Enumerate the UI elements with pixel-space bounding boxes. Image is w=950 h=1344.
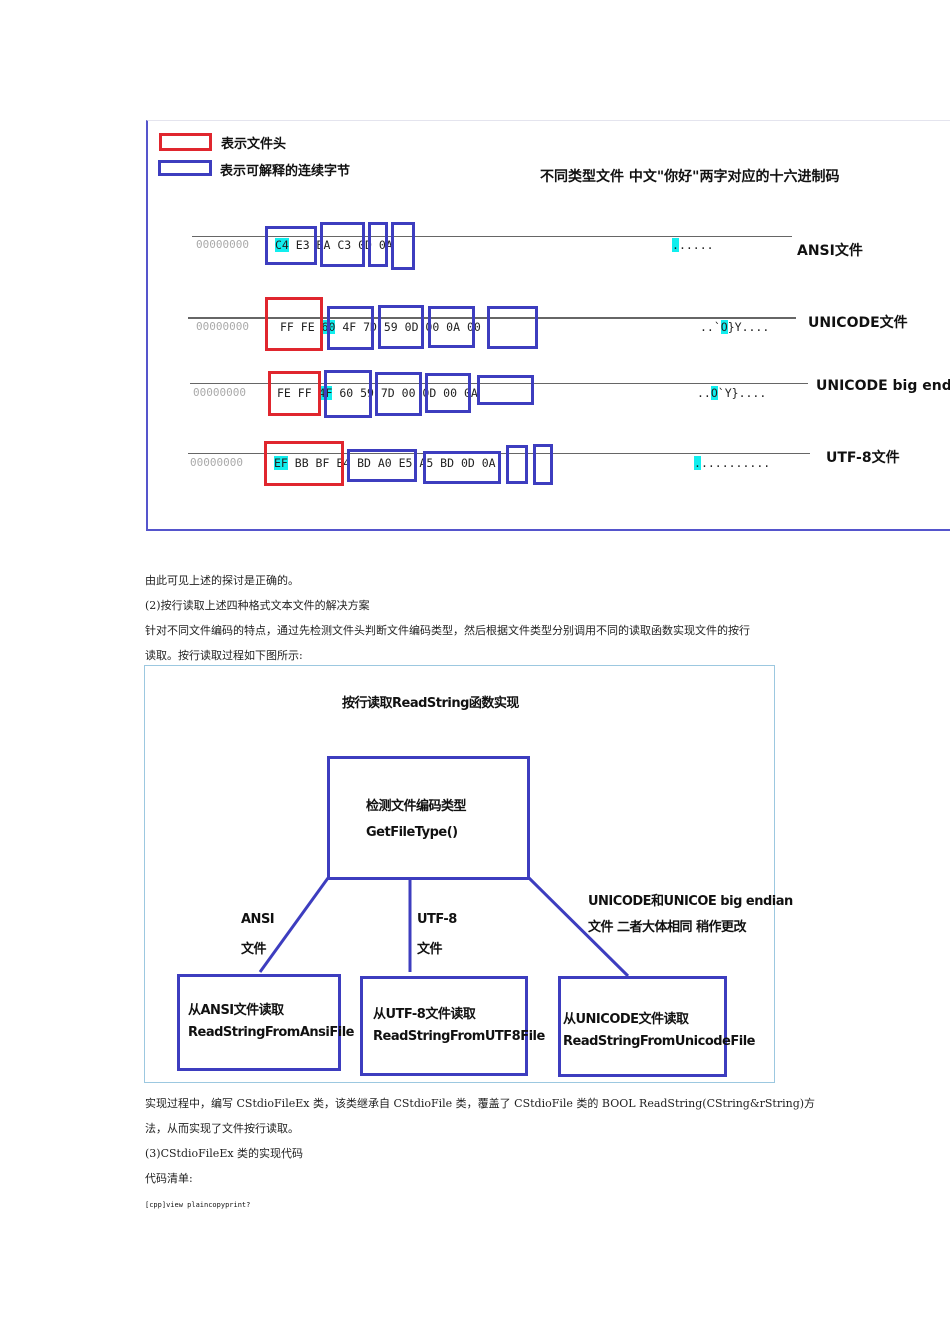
paragraph: 针对不同文件编码的特点，通过先检测文件头判断文件编码类型，然后根据文件类型分别调… [145, 624, 750, 637]
flowchart-title: 按行读取ReadString函数实现 [342, 696, 519, 711]
label-utf8: UTF-8文件 [826, 450, 900, 466]
paragraph: 由此可见上述的探讨是正确的。 [145, 574, 299, 587]
byte-box [477, 375, 534, 405]
edge-label: ANSI [241, 912, 275, 927]
node-read-unicode: 从UNICODE文件读取 ReadStringFromUnicodeFile [558, 976, 755, 1077]
text-highlight: . [672, 238, 679, 252]
legend-label-header: 表示文件头 [221, 137, 287, 152]
edge-label: 文件 [241, 942, 267, 957]
byte-box [327, 306, 374, 350]
hex-text-unicode-be: ..O`Y}.... [697, 386, 766, 400]
text-rest: .......... [700, 456, 771, 470]
hex-text-unicode: ..`O}Y.... [700, 320, 769, 334]
legend-red-swatch [159, 133, 212, 151]
row-divider [192, 236, 792, 237]
edge-unicode [527, 876, 630, 978]
hex-bytes-unicode-be: FE FF 4F 60 59 7D 00 0D 00 0A [277, 386, 478, 400]
text-rest: }Y.... [727, 320, 770, 334]
hex-bytes-utf8: EF BB BF E4 BD A0 E5 A5 BD 0D 0A [274, 456, 496, 470]
edge-label: UNICODE和UNICOE big endian [588, 894, 793, 909]
byte-box [425, 373, 471, 413]
paragraph: 法，从而实现了文件按行读取。 [145, 1122, 299, 1135]
node-text: 检测文件编码类型 [366, 799, 467, 814]
byte-box [378, 305, 424, 349]
figure-title: 不同类型文件 中文"你好"两字对应的十六进制码 [540, 169, 840, 185]
text-highlight: O [720, 320, 728, 334]
byte-box [320, 222, 365, 267]
node-text: ReadStringFromAnsiFile [188, 1025, 354, 1040]
byte-box [506, 445, 528, 484]
paragraph: 实现过程中，编写 CStdioFileEx 类，该类继承自 CStdioFile… [145, 1097, 816, 1110]
edge-label: UTF-8 [417, 912, 457, 927]
node-text: 从UNICODE文件读取 [563, 1012, 689, 1027]
hex-highlight: EF [274, 456, 288, 470]
node-text: GetFileType() [366, 825, 458, 840]
text-rest: ..... [678, 238, 714, 252]
text-rest: `Y}.... [717, 386, 767, 400]
legend-label-bytes: 表示可解释的连续字节 [220, 164, 351, 179]
hex-pre: FE FF [277, 386, 319, 400]
label-unicode-big-endian: UNICODE big endian [816, 378, 950, 394]
node-text: 从UTF-8文件读取 [373, 1007, 476, 1022]
hex-rest: BB BF E4 BD A0 E5 A5 BD 0D 0A [287, 456, 496, 470]
hex-text-utf8: ........... [694, 456, 770, 470]
byte-box [347, 449, 417, 482]
row-divider [188, 317, 796, 319]
text-highlight: O [710, 386, 718, 400]
byte-box [487, 306, 538, 349]
paragraph: 代码清单: [145, 1172, 193, 1185]
flowchart-frame [144, 665, 775, 1083]
hex-figure-frame [146, 120, 950, 531]
label-ansi: ANSI文件 [797, 243, 863, 259]
text-pre: .. [697, 386, 711, 400]
text-highlight: . [694, 456, 701, 470]
hex-offset: 00000000 [196, 238, 249, 251]
label-unicode: UNICODE文件 [808, 315, 908, 331]
byte-box [423, 451, 501, 484]
byte-box [324, 370, 372, 418]
row-divider [190, 383, 808, 384]
paragraph: 读取。按行读取过程如下图所示: [145, 649, 303, 662]
hex-highlight: C4 [275, 238, 289, 252]
header-box [264, 441, 344, 486]
header-box [265, 297, 323, 351]
hex-text-ansi: ...... [672, 238, 714, 252]
byte-box [428, 306, 475, 348]
text-pre: ..` [700, 320, 721, 334]
header-box [268, 371, 321, 416]
code-toolbar[interactable]: [cpp]view plaincopyprint? [145, 1201, 251, 1209]
hex-offset: 00000000 [193, 386, 246, 399]
node-text: ReadStringFromUnicodeFile [563, 1034, 755, 1049]
byte-box [368, 222, 388, 267]
node-read-ansi: 从ANSI文件读取 ReadStringFromAnsiFile [177, 974, 354, 1071]
node-text: 从ANSI文件读取 [188, 1003, 284, 1018]
hex-offset: 00000000 [190, 456, 243, 469]
node-text: ReadStringFromUTF8File [373, 1029, 545, 1044]
edge-label: 文件 二者大体相同 稍作更改 [588, 920, 747, 935]
section-heading: (2)按行读取上述四种格式文本文件的解决方案 [145, 599, 370, 612]
hex-pre: FF FE [280, 320, 322, 334]
node-read-utf8: 从UTF-8文件读取 ReadStringFromUTF8File [360, 976, 545, 1076]
byte-box [533, 444, 553, 485]
byte-box [375, 372, 422, 416]
hex-offset: 00000000 [196, 320, 249, 333]
byte-box [391, 222, 415, 270]
hex-bytes-ansi: C4 E3 BA C3 0D 0A [275, 238, 393, 252]
byte-box [265, 226, 317, 265]
edge-ansi [258, 877, 330, 973]
section-heading: (3)CStdioFileEx 类的实现代码 [145, 1147, 304, 1160]
legend-blue-swatch [158, 160, 212, 176]
edge-label: 文件 [417, 942, 443, 957]
node-get-file-type: 检测文件编码类型 GetFileType() [327, 756, 530, 880]
